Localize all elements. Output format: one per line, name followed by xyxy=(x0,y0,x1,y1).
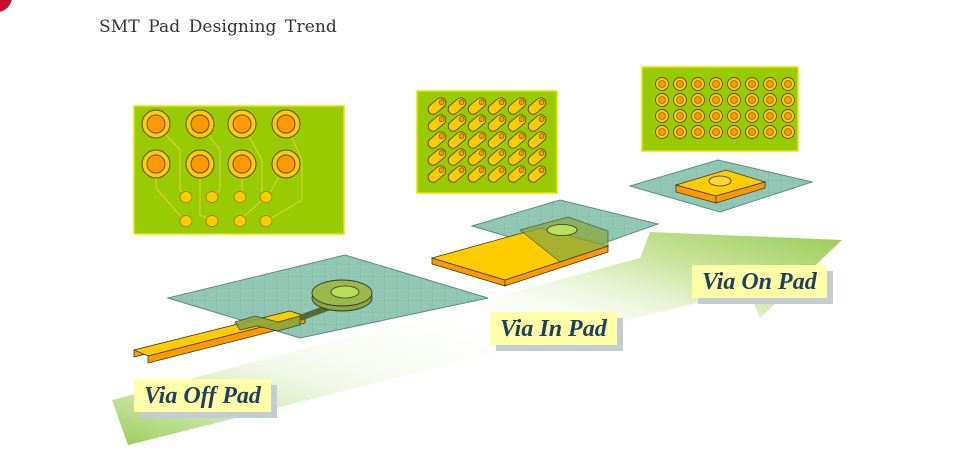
trend-arrow xyxy=(112,232,842,445)
board-via-in-pad xyxy=(416,90,558,194)
board-via-off-pad xyxy=(133,105,345,235)
iso-via-in-pad xyxy=(430,199,660,287)
label-via-off-pad: Via Off Pad xyxy=(134,379,271,413)
label-via-on-pad: Via On Pad xyxy=(692,265,827,299)
label-via-in-pad: Via In Pad xyxy=(490,312,617,346)
iso-via-on-pad xyxy=(628,159,814,213)
board-via-on-pad xyxy=(641,66,799,152)
page-title: SMT Pad Designing Trend xyxy=(99,17,337,37)
iso-via-off-pad xyxy=(132,254,489,364)
